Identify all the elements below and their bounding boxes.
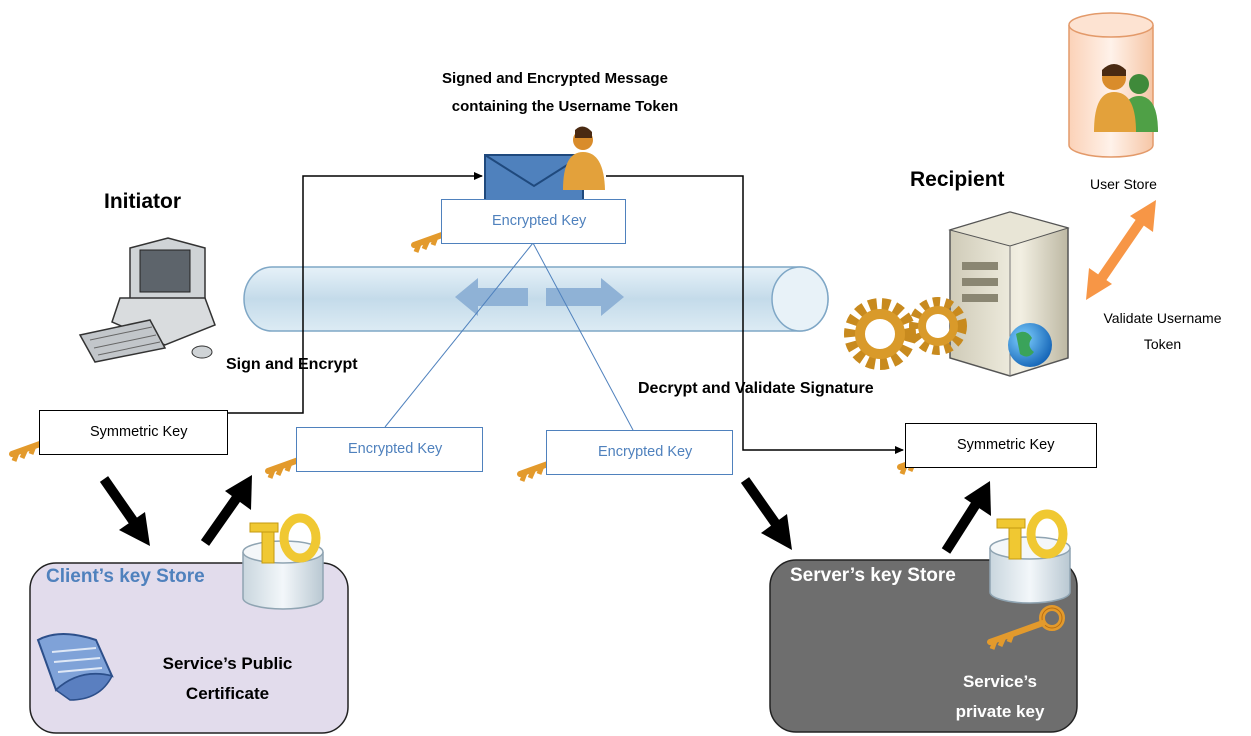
recipient-encrypted-key-label: Encrypted Key: [598, 444, 693, 460]
message-caption-line1: Signed and Encrypted Message: [442, 70, 668, 87]
globe-icon: [1008, 323, 1052, 367]
user-store-label: User Store: [1090, 176, 1157, 192]
user-icon: [563, 126, 605, 190]
arrow-to-client-store: [99, 476, 150, 546]
private-key-label-line2: private key: [955, 702, 1045, 721]
arrow-to-server-store: [740, 477, 792, 550]
server-store-title: Server’s key Store: [790, 565, 956, 586]
recipient-action-label: Decrypt and Validate Signature: [638, 380, 874, 397]
validate-label-line1: Validate Username: [1103, 310, 1222, 326]
certificate-icon: [36, 633, 114, 701]
message-encrypted-key-box: Encrypted Key: [441, 199, 626, 244]
channel-arrow-right: [546, 278, 624, 316]
connector-to-message: [228, 172, 483, 414]
connector-to-recipient: [606, 175, 904, 454]
computer-icon: [78, 237, 216, 363]
cert-label-line2: Certificate: [185, 684, 270, 703]
initiator-symmetric-key-box: Symmetric Key: [39, 410, 228, 455]
channel-arrow-left: [455, 278, 528, 316]
message-caption-line2: containing the Username Token: [451, 98, 679, 115]
server-keystore-keys-icon: [989, 509, 1071, 604]
initiator-title: Initiator: [104, 190, 181, 213]
private-key-label-line1: Service’s: [962, 672, 1038, 691]
envelope-icon: [484, 154, 584, 201]
recipient-symmetric-key-label: Symmetric Key: [957, 437, 1055, 453]
gears-icon: [844, 297, 967, 370]
link-line-right: [532, 242, 634, 431]
client-keystore-keys-icon: [242, 513, 324, 610]
initiator-symmetric-key-label: Symmetric Key: [90, 424, 188, 440]
link-line-left: [384, 242, 534, 428]
recipient-symmetric-key-box: Symmetric Key: [905, 423, 1097, 468]
initiator-encrypted-key-label: Encrypted Key: [348, 441, 443, 457]
users-icon: [1094, 64, 1158, 132]
arrow-from-client-store: [200, 475, 252, 546]
client-store-title: Client’s key Store: [46, 566, 205, 587]
initiator-encrypted-key-box: Encrypted Key: [296, 427, 483, 472]
validate-double-arrow: [1086, 200, 1156, 300]
recipient-title: Recipient: [910, 168, 1005, 191]
validate-label-line2: Token: [1143, 336, 1182, 352]
server-icon: [948, 211, 1070, 377]
transport-pipe: [243, 266, 829, 332]
initiator-action-label: Sign and Encrypt: [226, 356, 358, 373]
arrow-from-server-store: [941, 481, 991, 554]
recipient-encrypted-key-box: Encrypted Key: [546, 430, 733, 475]
server-key-store: [769, 559, 1078, 733]
message-encrypted-key-label: Encrypted Key: [492, 213, 587, 229]
cert-label-line1: Service’s Public: [162, 654, 293, 673]
